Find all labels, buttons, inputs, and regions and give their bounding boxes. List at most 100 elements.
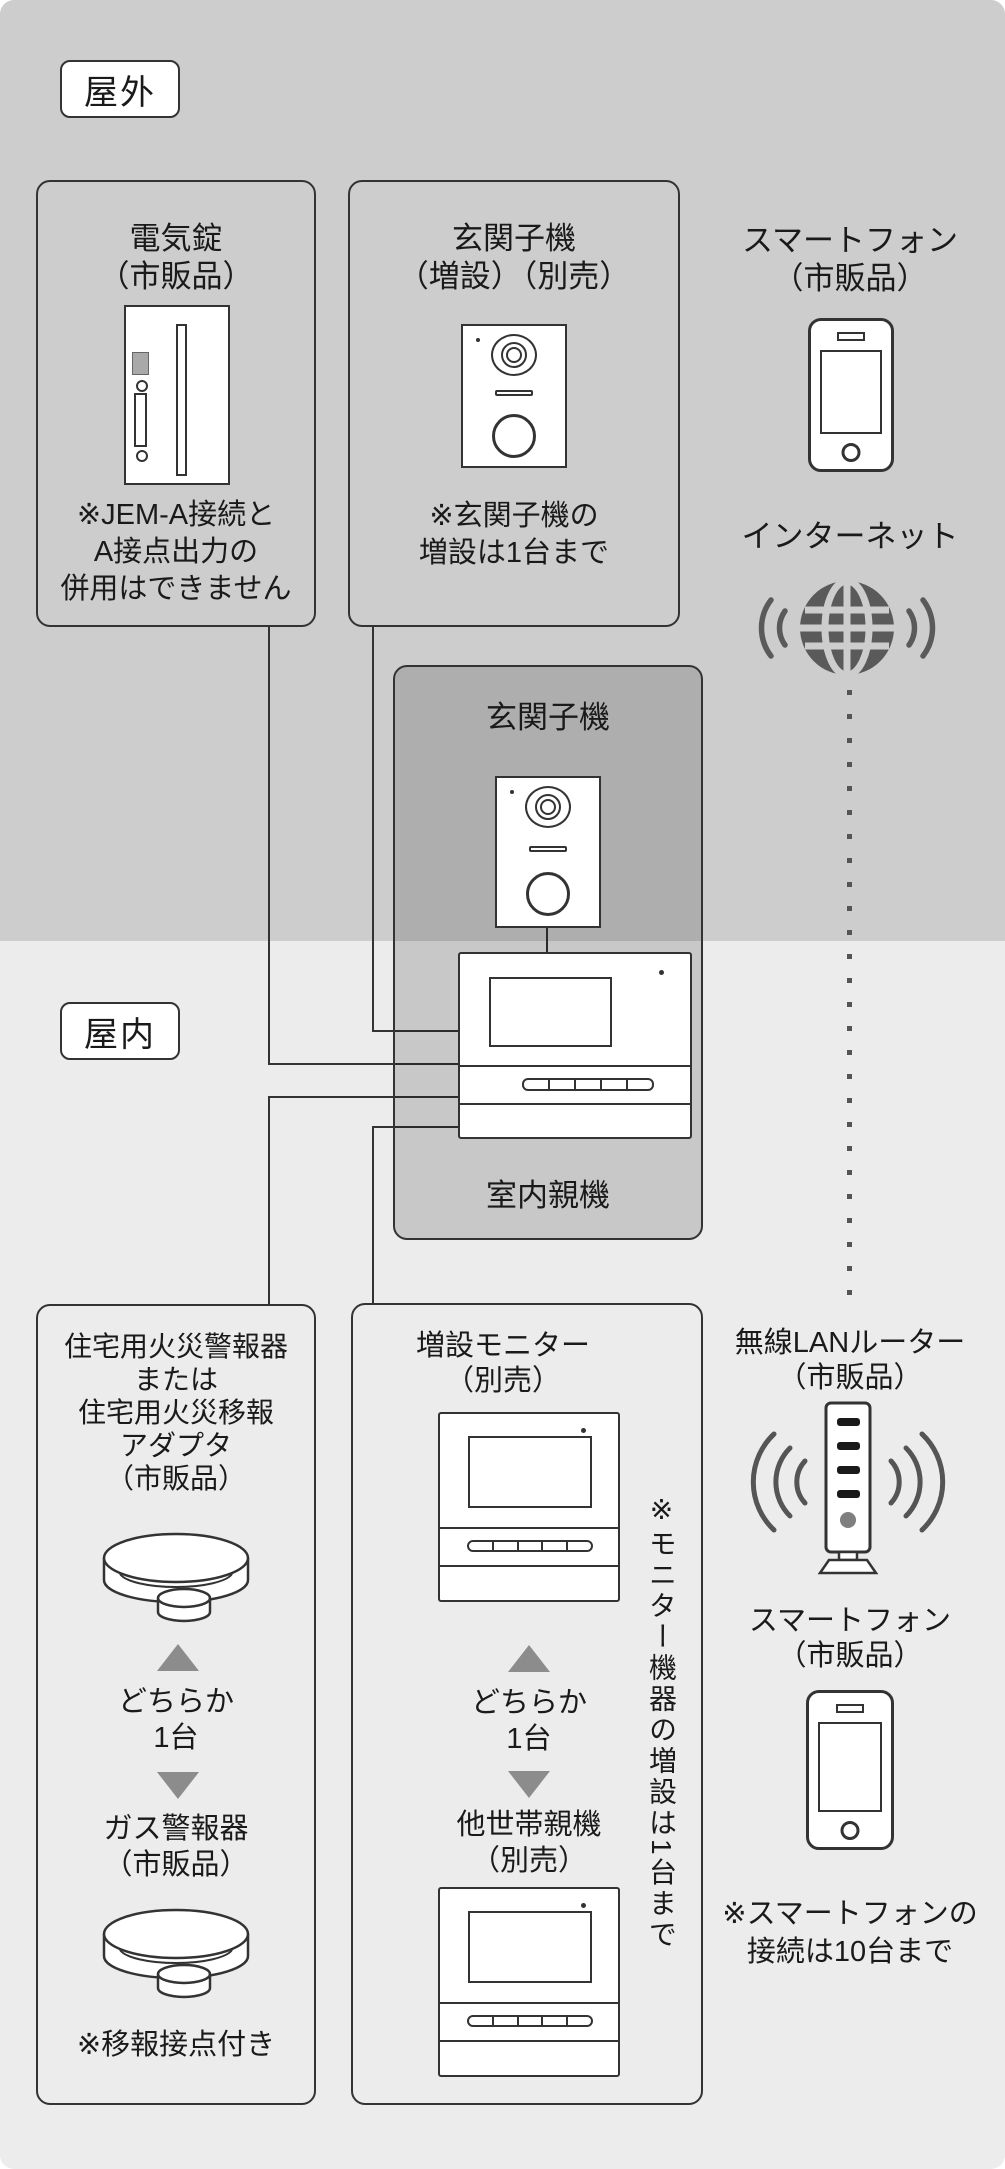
lock-sensor [132, 352, 149, 375]
either-one-line1: どちらか [470, 1687, 587, 1719]
either-one-label: どちらか 1台 [379, 1685, 679, 1758]
monitor-divider [440, 2002, 618, 2004]
fire-alarm-note: ※移報接点付き [38, 2028, 314, 2063]
monitor-divider [440, 1565, 618, 1567]
connection-line-entrance-sub-h [372, 1030, 458, 1032]
electric-lock-title: 電気錠 （市販品） [38, 220, 314, 296]
expansion-monitor-vertical-note-text: ※モニター機器の増設は1台まで [646, 1493, 677, 1951]
monitor-screen [489, 977, 612, 1047]
fire-alarm-title-line4: アダプタ [119, 1430, 232, 1462]
other-household-title: 他世帯親機 （別売） [379, 1807, 679, 1880]
electric-lock-note-line3: 併用はできません [60, 573, 292, 606]
phone-speaker [836, 1704, 864, 1713]
router-label: 無線LANルーター （市販品） [700, 1326, 1000, 1397]
doorbell-camera [491, 334, 537, 376]
either-one-line2: 1台 [506, 1723, 552, 1756]
entrance-sub-expansion-title: 玄関子機 （増設）（別売） [350, 220, 678, 296]
monitor-led [581, 1428, 586, 1433]
electric-lock-note-line2: A接点出力の [93, 536, 259, 569]
other-household-title-line2: （別売） [470, 1845, 587, 1878]
phone-home-button [840, 1821, 860, 1840]
smartphone-note-line2: 接続は10台まで [746, 1935, 954, 1968]
doorbell-camera-ring [535, 794, 561, 820]
router-label-line2: （市販品） [777, 1362, 923, 1395]
expansion-monitor-vertical-note: ※モニター機器の増設は1台まで [646, 1493, 677, 1973]
fire-alarm-title-line1: 住宅用火災警報器 [63, 1331, 288, 1362]
wifi-waves-icon [750, 1431, 946, 1533]
other-household-monitor-icon [438, 1887, 620, 2077]
outdoor-label: 屋外 [60, 60, 180, 118]
expansion-monitor-title: 増設モニター （別売） [353, 1329, 653, 1400]
electric-lock-icon [124, 305, 230, 485]
dotted-connection-line [847, 690, 852, 1302]
connection-line-expansion-monitor-v [372, 1126, 374, 1303]
router-label-line1: 無線LANルーター [734, 1327, 966, 1359]
expansion-monitor-title-line2: （別売） [444, 1365, 561, 1398]
indoor-monitor-icon [458, 952, 692, 1139]
smartphone-bottom-label-line2: （市販品） [777, 1640, 923, 1673]
smoke-detector-icon-2 [102, 1908, 250, 1999]
lock-screw-bottom [136, 450, 148, 462]
gas-alarm-title: ガス警報器 （市販品） [38, 1811, 314, 1884]
electric-lock-title-line1: 電気錠 [129, 221, 223, 256]
expansion-monitor-title-line1: 増設モニター [415, 1330, 590, 1362]
connection-line-doorbell-monitor [546, 928, 548, 954]
other-household-title-line1: 他世帯親機 [456, 1809, 602, 1841]
indoor-label-text: 屋内 [84, 1015, 156, 1054]
up-triangle-icon [157, 1644, 199, 1671]
phone-home-button [841, 443, 861, 462]
smartphone-bottom-label: スマートフォン （市販品） [700, 1604, 1000, 1675]
connection-line-electric-lock-v [268, 627, 270, 1065]
either-one-line2: 1台 [153, 1722, 199, 1755]
monitor-buttons [522, 1078, 654, 1091]
entrance-sub-title-line1: 玄関子機 [452, 221, 576, 256]
internet-label-text: インターネット [741, 519, 959, 554]
phone-screen [820, 350, 882, 434]
gas-alarm-title-line1: ガス警報器 [103, 1813, 249, 1845]
either-one-line1: どちらか [117, 1686, 234, 1718]
smartphone-bottom-label-line1: スマートフォン [748, 1605, 952, 1637]
doorbell-call-button [492, 414, 536, 458]
phone-screen [818, 1722, 882, 1812]
electric-lock-title-line2: （市販品） [98, 258, 254, 294]
doorbell-camera-ring [501, 342, 527, 368]
connection-line-fire-alarm-h [268, 1096, 458, 1098]
fire-alarm-title-line5: （市販品） [105, 1463, 246, 1495]
expansion-monitor-box: 増設モニター （別売） どちらか 1台 他世帯親機 （別売） ※モニ [351, 1303, 703, 2105]
doorbell-speaker-slot [529, 846, 567, 852]
smartphone-icon-top [808, 318, 894, 472]
lock-screw-top [136, 380, 148, 392]
router-icon [750, 1401, 946, 1575]
doorbell-camera [525, 786, 571, 828]
connection-line-fire-alarm-v [268, 1096, 270, 1304]
doorbell-led [510, 790, 514, 794]
smartphone-icon-bottom [806, 1690, 894, 1850]
smartphone-note: ※スマートフォンの 接続は10台まで [690, 1896, 1005, 1971]
monitor-led [581, 1903, 586, 1908]
connection-line-electric-lock-h [268, 1063, 458, 1065]
entrance-sub-label-text: 玄関子機 [486, 700, 610, 735]
fire-alarm-title: 住宅用火災警報器 または 住宅用火災移報 アダプタ （市販品） [38, 1330, 314, 1495]
smartphone-top-label-line1: スマートフォン [741, 223, 959, 258]
doorbell-camera-lens [506, 347, 522, 363]
lock-lever [134, 393, 147, 447]
doorbell-speaker-slot [495, 390, 533, 396]
monitor-divider [460, 1103, 690, 1105]
outdoor-label-text: 屋外 [84, 73, 156, 112]
monitor-buttons [467, 1540, 593, 1552]
smartphone-top-label: スマートフォン （市販品） [700, 222, 1000, 298]
expansion-monitor-icon [438, 1412, 620, 1602]
electric-lock-note-line1: ※JEM-A接続と [76, 499, 276, 531]
monitor-divider [460, 1065, 690, 1067]
connection-line-entrance-sub-v [372, 627, 374, 1032]
indoor-main-label-text: 室内親機 [486, 1178, 610, 1213]
doorbell-call-button [526, 872, 570, 916]
up-triangle-icon [508, 1645, 550, 1672]
entrance-sub-label: 玄関子機 [395, 699, 701, 737]
indoor-label: 屋内 [60, 1002, 180, 1060]
entrance-sub-expansion-box: 玄関子機 （増設）（別売） ※玄関子機の 増設は1台まで [348, 180, 680, 627]
monitor-buttons [467, 2015, 593, 2027]
connection-line-expansion-monitor-h [372, 1126, 458, 1128]
down-triangle-icon [157, 1772, 199, 1799]
